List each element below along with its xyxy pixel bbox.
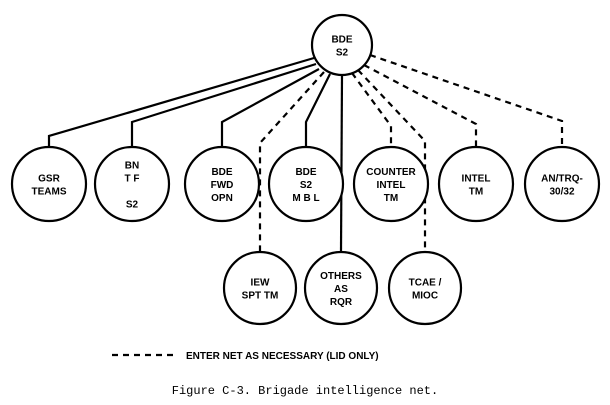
legend-text: ENTER NET AS NECESSARY (LID ONLY) [186,351,379,362]
node-label: T F [125,174,140,185]
node-label: BDE [211,167,232,178]
node-label: S2 [336,48,349,59]
link-iew-spt-tm [258,71,325,252]
node-label: 30/32 [549,187,574,198]
node-bde-s2: BDE S2 [310,13,374,77]
node-label: OTHERS [320,271,362,282]
node-circle [303,250,379,326]
link-bn-tf-s2 [130,62,317,147]
legend: ENTER NET AS NECESSARY (LID ONLY) [112,351,379,362]
node-label: S2 [126,200,139,211]
figure-caption: Figure C-3. Brigade intelligence net. [172,384,438,398]
node-label: M B L [292,193,319,204]
node-gsr-teams: GSR TEAMS [10,145,88,223]
node-bde-s2-mbl: BDE S2 M B L [267,145,345,223]
node-label: TM [384,193,398,204]
node-label: IEW [251,278,270,289]
node-circle [10,145,88,223]
node-label: FWD [211,180,234,191]
node-circle [267,145,345,223]
node-label: TEAMS [32,187,67,198]
link-bde-s2-mbl [304,73,331,147]
node-an-trq-30-32: AN/TRQ- 30/32 [523,145,601,223]
link-bde-fwd-opn [220,68,320,147]
node-label: INTEL [462,174,491,185]
node-label: AN/TRQ- [541,174,583,185]
node-label: S2 [300,180,313,191]
node-circle [310,13,374,77]
node-circle [93,145,171,223]
node-label: SPT TM [242,291,279,302]
node-circle [183,145,261,223]
node-label: BN [125,161,139,172]
link-lines [47,53,564,253]
link-an-trq-30-32 [369,53,564,147]
node-counter-intel-tm: COUNTER INTEL TM [352,145,430,223]
link-gsr-teams [47,56,315,147]
node-bn-tf-s2: BN T F S2 [93,145,171,223]
node-circle [523,145,601,223]
node-label: INTEL [377,180,406,191]
node-circle [437,145,515,223]
node-label: GSR [38,174,60,185]
node-iew-spt-tm: IEW SPT TM [222,250,298,326]
node-bde-fwd-opn: BDE FWD OPN [183,145,261,223]
node-others-as-rqr: OTHERS AS RQR [303,250,379,326]
node-tcae-mioc: TCAE / MIOC [387,250,463,326]
node-label: COUNTER [366,167,416,178]
node-label: MIOC [412,291,438,302]
node-intel-tm: INTEL TM [437,145,515,223]
node-circle [222,250,298,326]
node-label: TCAE / [409,278,442,289]
link-counter-intel-tm [351,72,393,147]
node-label: OPN [211,193,233,204]
link-intel-tm [363,64,478,147]
node-label: RQR [330,297,353,308]
node-label: BDE [331,35,352,46]
link-others-as-rqr [339,74,344,253]
node-label: TM [469,187,483,198]
node-circle [387,250,463,326]
node-label: AS [334,284,348,295]
node-circle [352,145,430,223]
node-label: BDE [295,167,316,178]
